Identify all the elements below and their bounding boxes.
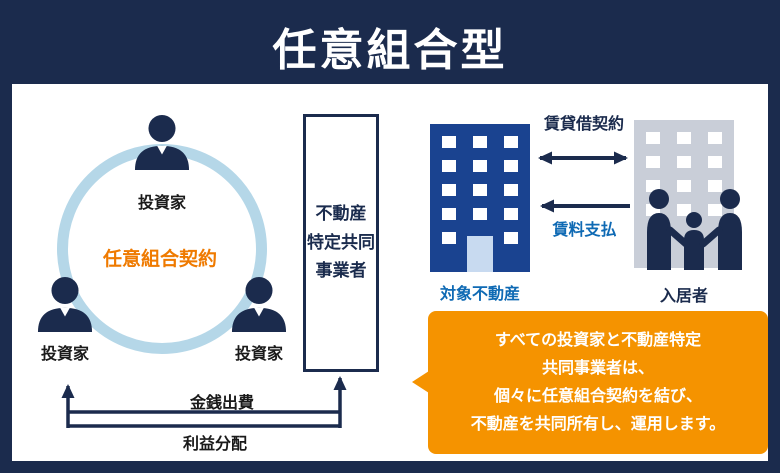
investor-icon [134,114,190,170]
investor-label: 投資家 [234,346,283,363]
investor-icon [37,276,93,332]
operator-line: 特定共同 [307,232,375,252]
callout-line: 不動産を共同所有し、運用します。 [470,415,726,433]
expense-label: 金銭出費 [189,395,254,412]
callout-line: すべての投資家と不動産特定 [494,331,702,349]
tenant-label: 入居者 [659,288,708,305]
callout-line: 共同事業者は、 [541,359,654,377]
page-title: 任意組合型 [272,25,508,76]
profit-label: 利益分配 [182,436,247,453]
lease-label: 賃貸借契約 [543,116,624,133]
rent-label: 賃料支払 [552,222,617,239]
property-label: 対象不動産 [439,286,520,303]
operator-box: 不動産 特定共同 事業者 [303,114,379,372]
investor-label: 投資家 [137,195,186,212]
property-building-icon [430,124,530,272]
operator-line: 不動産 [315,203,367,223]
callout-line: 個々に任意組合契約を結び、 [493,387,702,405]
callout-tail [412,371,429,393]
contract-label: 任意組合契約 [102,249,217,270]
operator-label: 不動産 特定共同 事業者 [307,200,375,287]
diagram-panel: 投資家 投資家 投資家 任意組合契約 不動産 特定共同 事業者 対象不動産 [12,84,768,461]
investor-icon [231,276,287,332]
operator-line: 事業者 [315,261,367,281]
callout-box: すべての投資家と不動産特定 共同事業者は、 個々に任意組合契約を結び、 不動産を… [412,311,768,454]
family-icon [647,189,742,270]
investor-label: 投資家 [40,346,89,363]
